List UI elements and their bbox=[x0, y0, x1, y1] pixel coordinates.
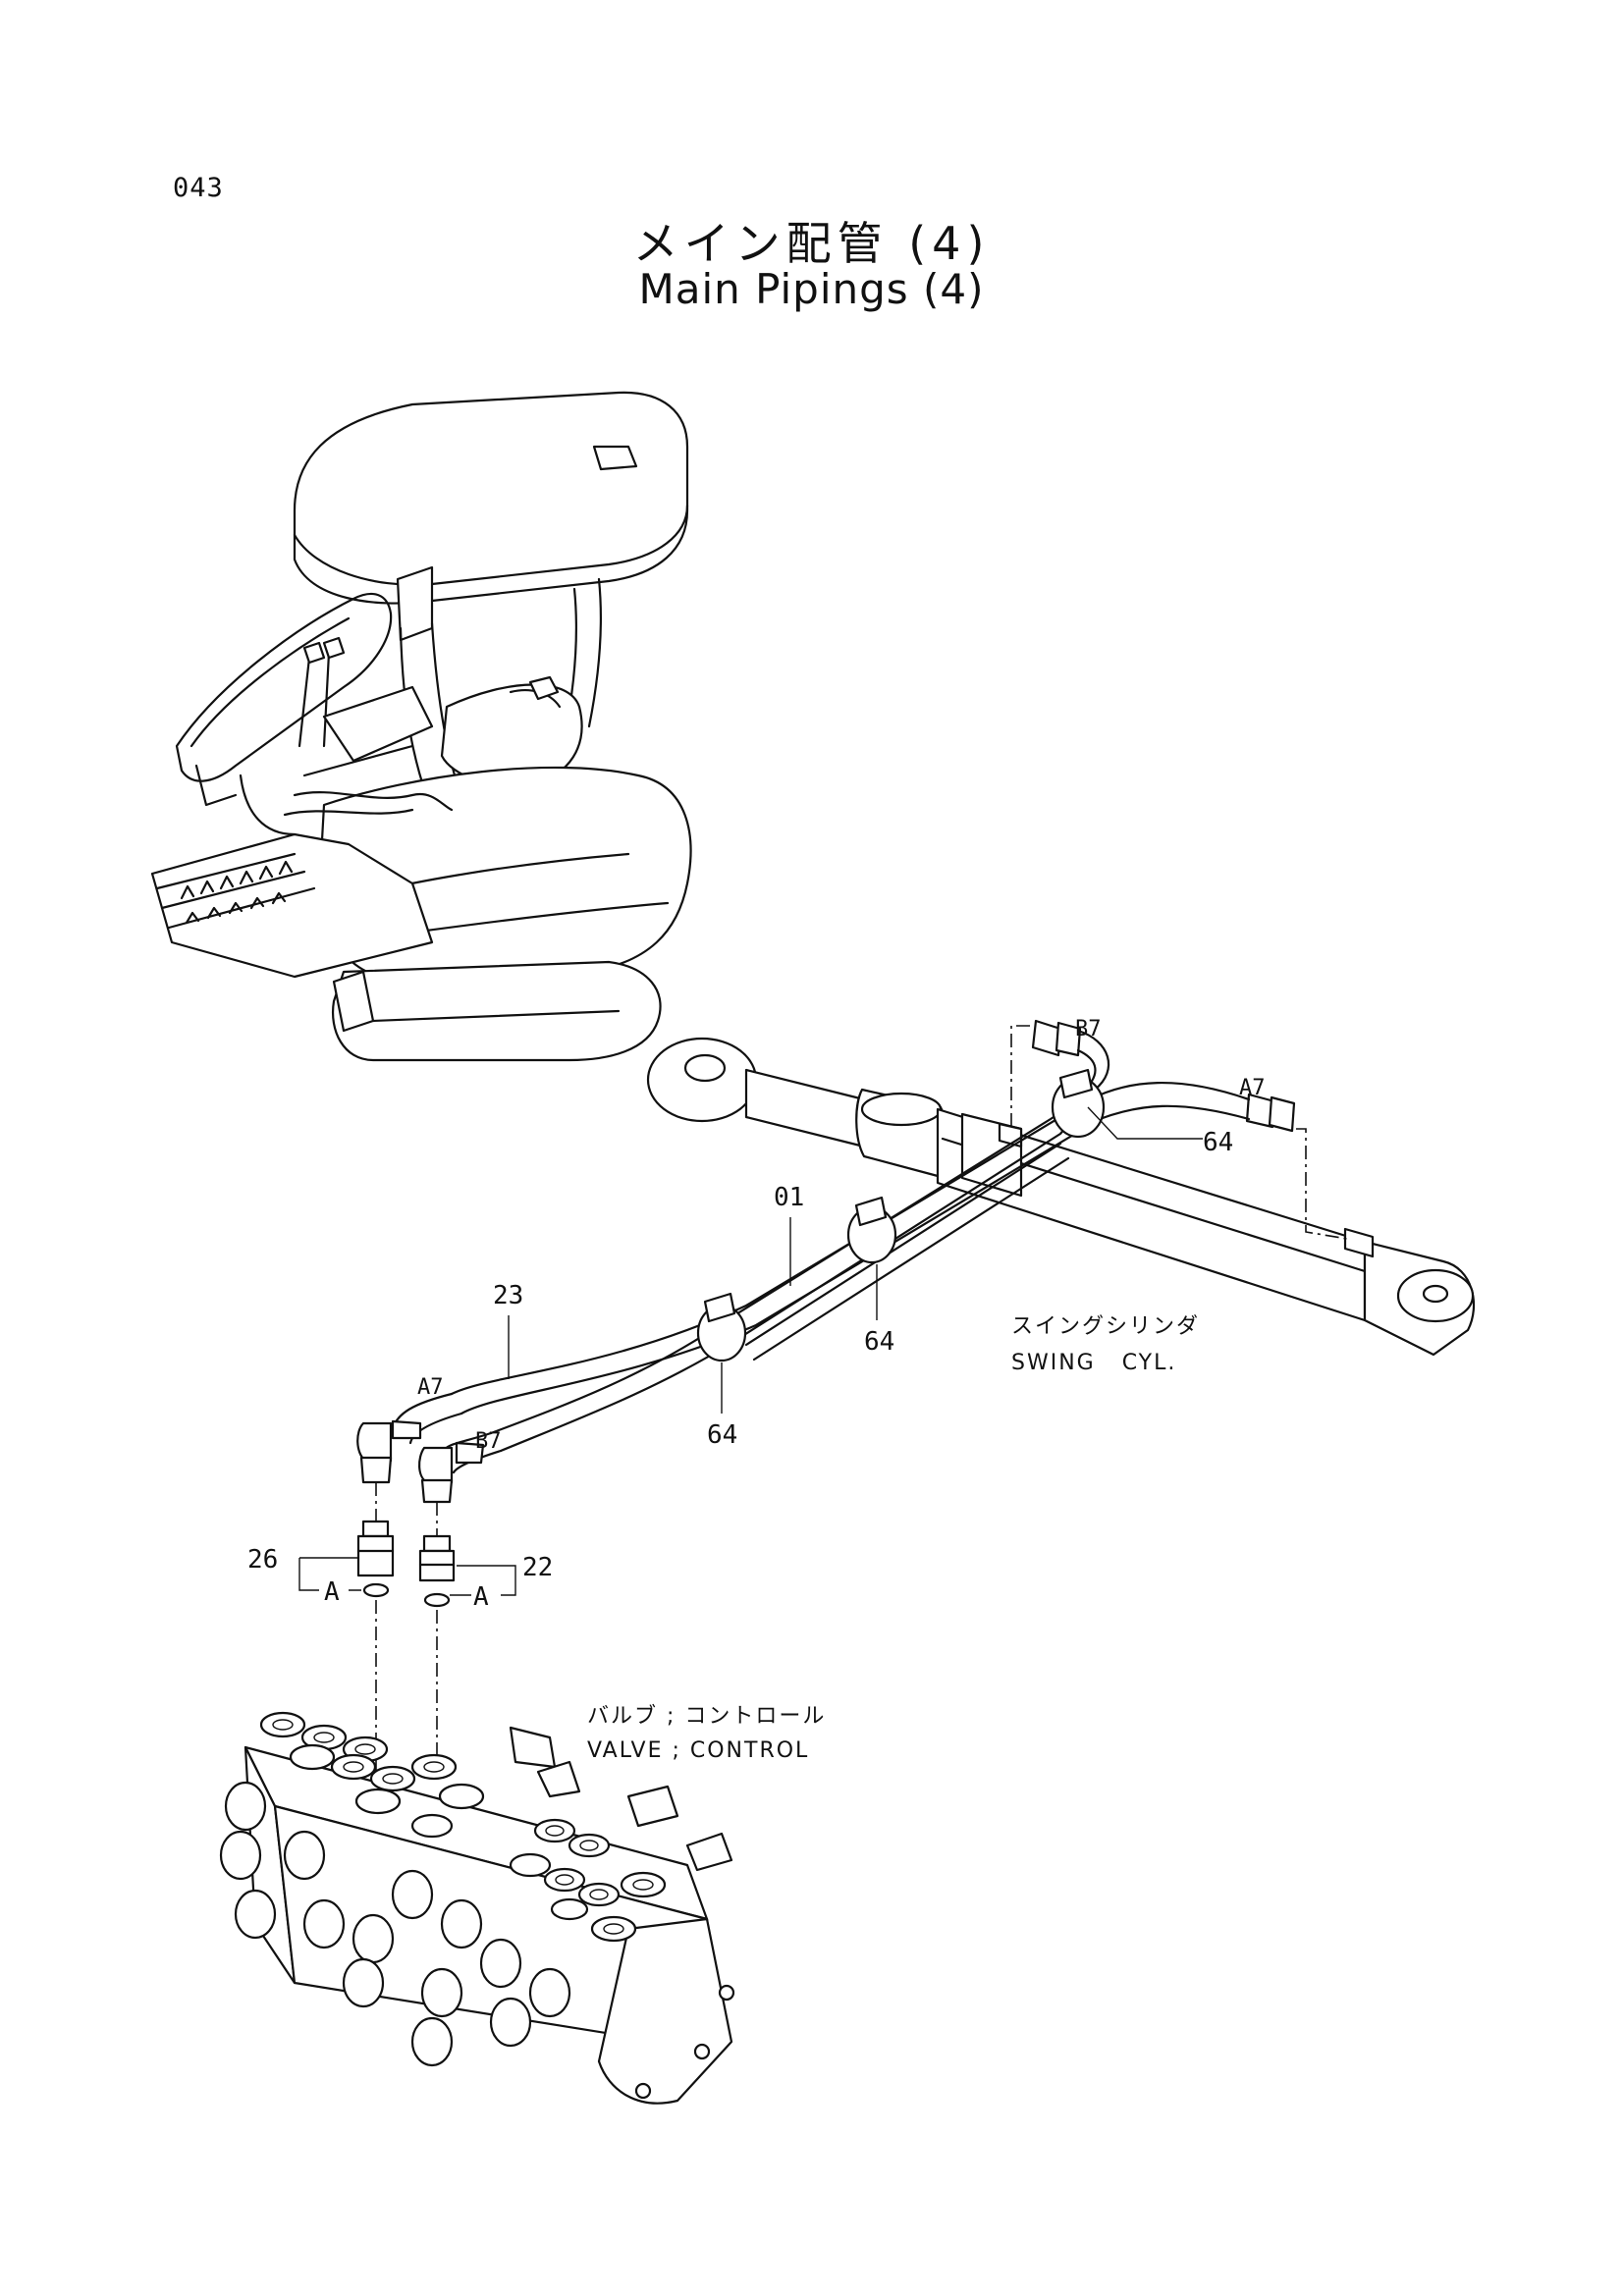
excavator-overview bbox=[150, 391, 692, 1062]
control-valve-label-jp: バルブ ; コントロール bbox=[587, 1704, 826, 1729]
port-b7-top-label: B7 bbox=[1075, 1017, 1102, 1041]
port-a7-bottom-label: A7 bbox=[417, 1375, 444, 1400]
callout-64-mid: 64 bbox=[864, 1327, 894, 1357]
callout-22: 22 bbox=[522, 1553, 553, 1582]
control-valve-label-en: VALVE ; CONTROL bbox=[587, 1738, 809, 1763]
callout-leaders bbox=[298, 1106, 1203, 1596]
detail-a-right: A bbox=[473, 1582, 489, 1612]
callout-26: 26 bbox=[247, 1545, 278, 1575]
port-a7-top-label: A7 bbox=[1239, 1076, 1266, 1100]
title-english: Main Pipings (4) bbox=[638, 265, 985, 313]
callout-64-left: 64 bbox=[707, 1420, 737, 1450]
page-number: 043 bbox=[173, 173, 224, 203]
detail-a-left: A bbox=[324, 1577, 340, 1607]
swing-cylinder-label-jp: スイングシリンダ bbox=[1011, 1314, 1200, 1339]
lower-fittings bbox=[356, 1392, 503, 1608]
swing-cylinder bbox=[646, 1037, 1476, 1357]
callout-64-right: 64 bbox=[1203, 1128, 1233, 1157]
leader-a7-top bbox=[1296, 1128, 1348, 1240]
control-valve bbox=[219, 1711, 735, 2105]
callout-23: 23 bbox=[493, 1281, 523, 1310]
leader-b7-top bbox=[1010, 1025, 1041, 1127]
swing-cylinder-label-en: SWING CYL. bbox=[1011, 1351, 1176, 1375]
title-japanese: メイン配管 (4) bbox=[632, 217, 991, 270]
callout-01: 01 bbox=[774, 1183, 804, 1212]
clamps bbox=[696, 1068, 1106, 1362]
port-b7-bottom-label: B7 bbox=[475, 1429, 502, 1454]
